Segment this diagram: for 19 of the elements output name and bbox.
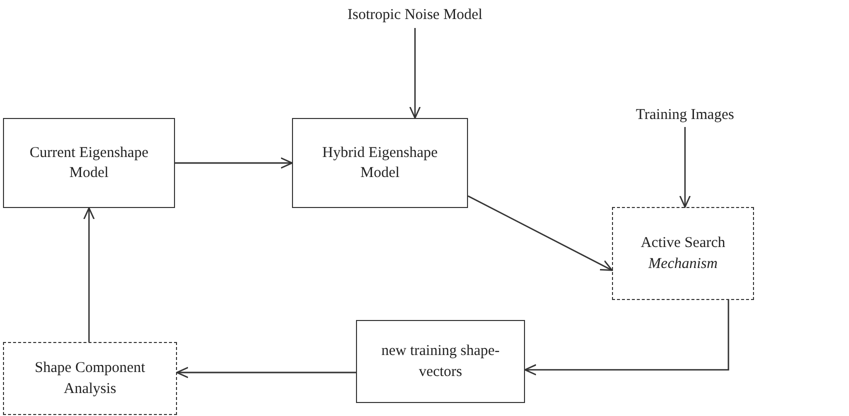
- arrow: [468, 195, 613, 271]
- box-label: new training shape-vectors: [380, 342, 501, 382]
- box-label: Current Eigenshape Model: [28, 144, 150, 183]
- arrow: [524, 300, 730, 376]
- box-label: Active Search Mechanism: [640, 234, 726, 274]
- arrow: [176, 366, 356, 378]
- input-label: Training Images: [636, 106, 734, 125]
- arrow: [409, 28, 421, 119]
- arrow: [83, 207, 95, 342]
- dashed-process-box: [612, 207, 754, 300]
- box-label: Shape Component Analysis: [34, 359, 146, 398]
- process-box: [292, 118, 468, 208]
- process-box: [356, 320, 525, 403]
- dashed-process-box: [3, 342, 177, 415]
- input-label: Isotropic Noise Model: [348, 6, 482, 25]
- box-label: Hybrid Eigenshape Model: [321, 144, 439, 183]
- arrow: [175, 157, 293, 169]
- arrow: [679, 127, 691, 208]
- process-box: [3, 118, 175, 208]
